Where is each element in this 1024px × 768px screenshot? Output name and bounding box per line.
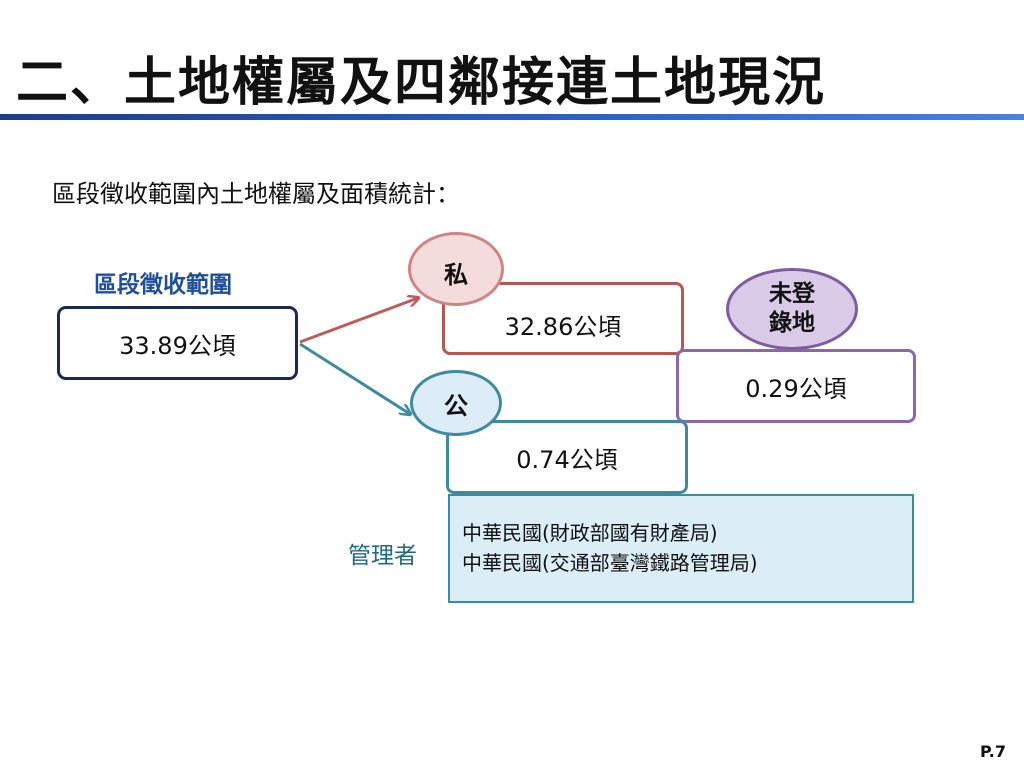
- arrow-to-public: [299, 342, 410, 414]
- unregistered-label-line2: 錄地: [769, 310, 815, 336]
- public-circle: 公: [410, 370, 502, 436]
- total-area-box: 33.89公頃: [57, 306, 298, 380]
- unregistered-area-value: 0.29公頃: [745, 374, 847, 403]
- private-circle: 私: [408, 232, 504, 306]
- title-divider: [0, 114, 1024, 120]
- subtitle: 區段徵收範圍內土地權屬及面積統計：: [52, 180, 460, 208]
- total-label: 區段徵收範圍: [94, 272, 232, 298]
- unregistered-label-line1: 未登: [769, 281, 815, 308]
- arrow-to-private: [299, 298, 418, 344]
- private-area-value: 32.86公頃: [504, 313, 622, 341]
- page-title: 二、土地權屬及四鄰接連土地現況: [16, 53, 827, 113]
- total-area-value: 33.89公頃: [119, 331, 236, 360]
- public-area-box: 0.74公頃: [446, 420, 688, 494]
- unregistered-area-box: 0.29公頃: [676, 349, 916, 423]
- public-area-value: 0.74公頃: [516, 445, 618, 474]
- private-label: 私: [444, 261, 468, 289]
- unregistered-circle: 未登 錄地: [726, 268, 858, 350]
- manager-box: 中華民國(財政部國有財產局) 中華民國(交通部臺灣鐵路管理局): [448, 494, 914, 603]
- manager-line-2: 中華民國(交通部臺灣鐵路管理局): [462, 551, 758, 575]
- public-label: 公: [444, 391, 468, 420]
- manager-line-1: 中華民國(財政部國有財產局): [462, 521, 718, 545]
- page-number: P.7: [980, 742, 1006, 761]
- manager-label: 管理者: [348, 543, 417, 569]
